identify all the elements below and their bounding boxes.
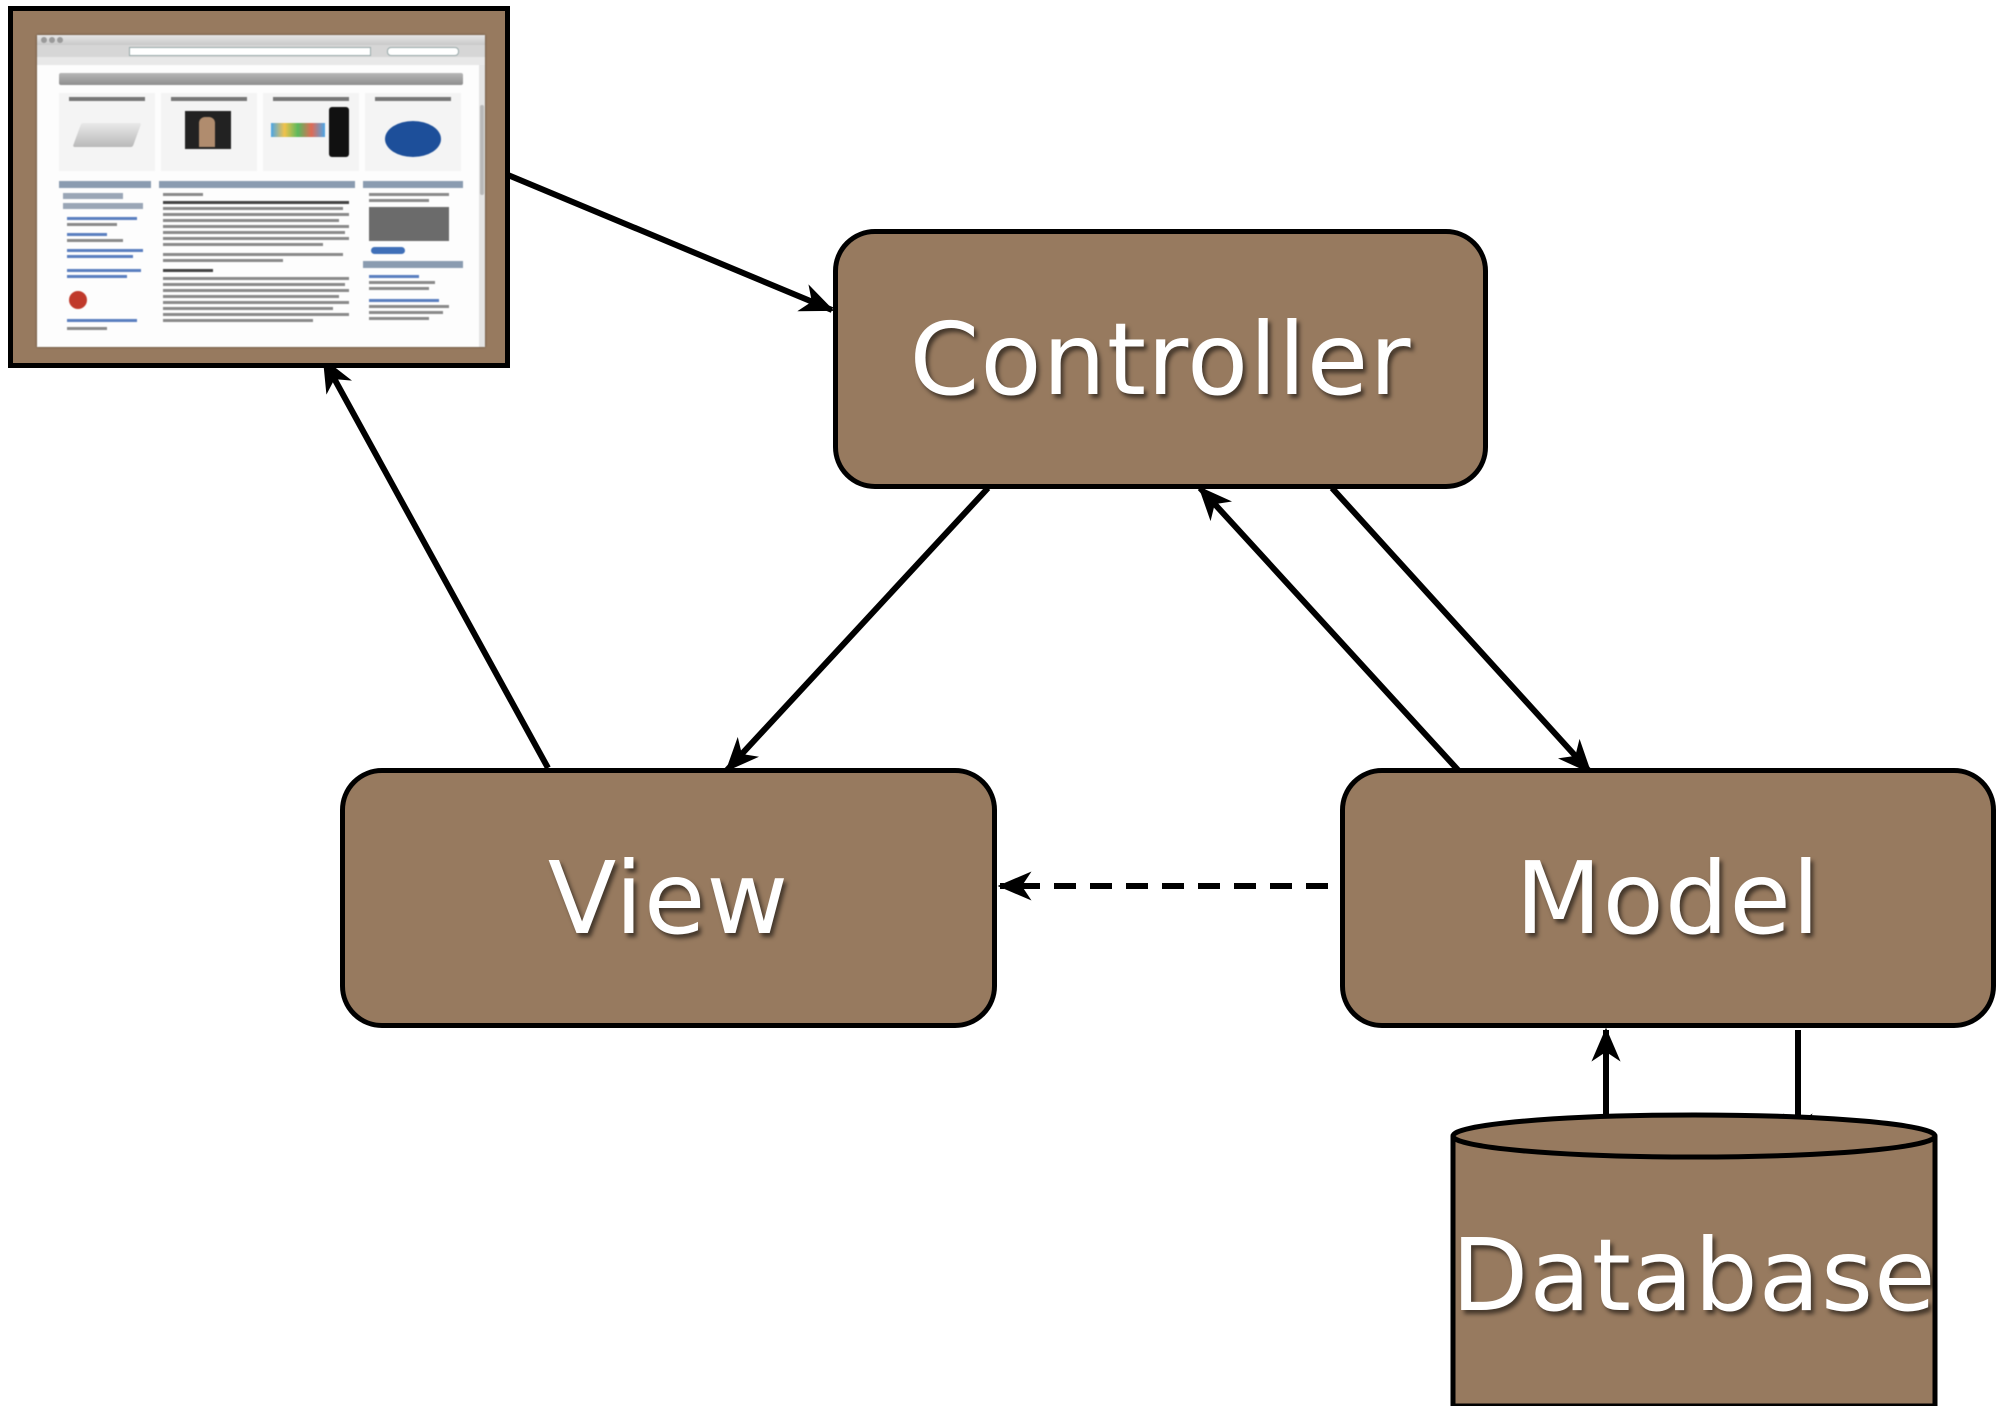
arrow-model-to-controller (1197, 485, 1461, 773)
promo-laptop (59, 93, 155, 171)
promo-idol (365, 93, 461, 171)
database-label: Database (1451, 1217, 1937, 1334)
promo-apps (263, 93, 359, 171)
browser-bookmarks-bar (37, 57, 485, 65)
web-browser-screenshot-icon (37, 35, 485, 347)
browser-titlebar (37, 35, 485, 45)
browser-search-box (387, 47, 459, 56)
center-column (159, 181, 355, 347)
arrow-controller-to-view (724, 485, 991, 773)
left-column (59, 181, 151, 347)
database-node: Database (1450, 1112, 1938, 1409)
model-label: Model (1515, 839, 1821, 957)
promo-tv (161, 93, 257, 171)
arrow-view-to-browser (321, 357, 551, 770)
right-column (363, 181, 463, 347)
view-label: View (547, 839, 790, 957)
browser-screenshot (8, 6, 510, 368)
site-nav-bar (59, 73, 463, 85)
arrow-controller-to-model (1329, 485, 1593, 775)
controller-label: Controller (909, 300, 1412, 418)
controller-node: Controller (833, 229, 1488, 489)
view-node: View (340, 768, 997, 1028)
arrow-browser-to-controller (506, 172, 835, 313)
browser-scrollbar (479, 65, 485, 347)
model-node: Model (1340, 768, 1996, 1028)
browser-address-bar (129, 47, 371, 56)
